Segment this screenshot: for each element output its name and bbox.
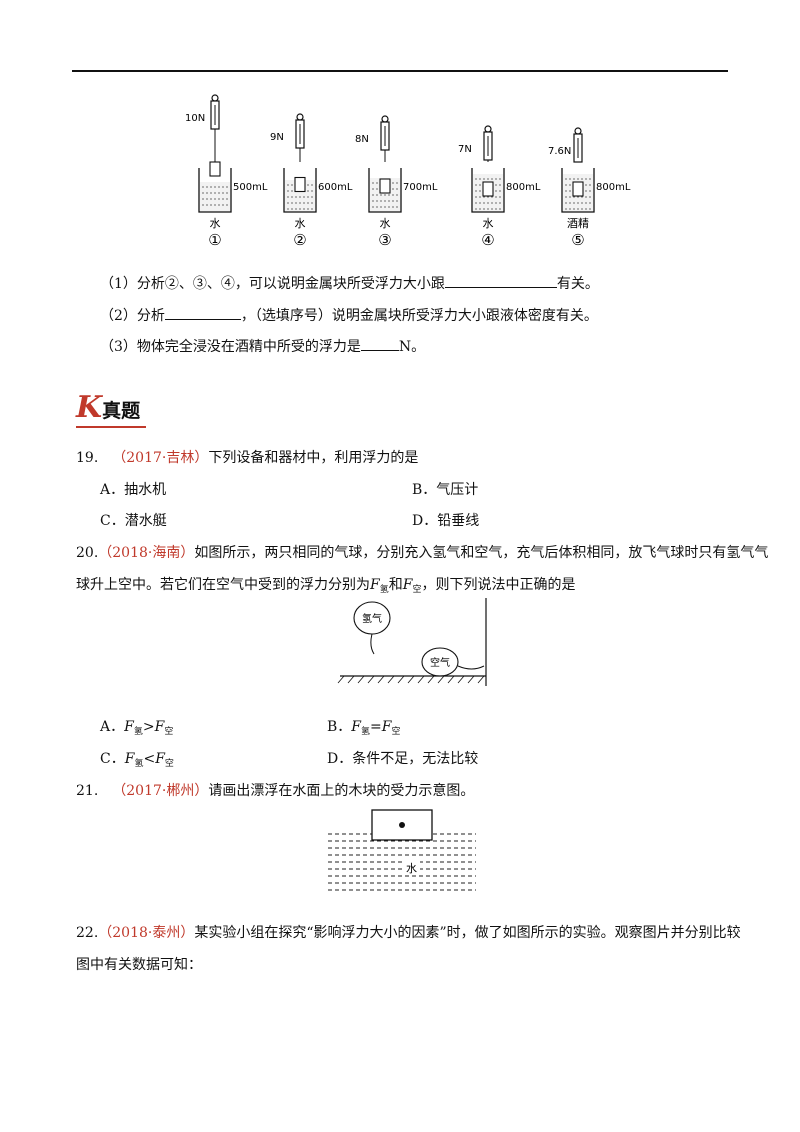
answer-blank[interactable] (444, 273, 557, 288)
experiment-2: 9N 600mL 水② (270, 113, 353, 249)
air-label: 空气 (430, 656, 450, 669)
force-reading: 10N (185, 113, 205, 124)
q22-stem-line2: 图中有关数据可知： (76, 957, 202, 973)
volume-label: 500mL (233, 182, 268, 193)
q18-part1: （1）分析②、③、④，可以说明金属块所受浮力大小跟有关。 (100, 273, 599, 293)
experiment-1: 10N 500mL 水① (185, 94, 268, 249)
liquid-label: 水 (295, 217, 306, 230)
experiment-5: 7.6N 800mL 酒精⑤ (548, 127, 631, 249)
metal-block (482, 181, 494, 197)
q22-stem-line1: 22.（2018·泰州）某实验小组在探究“影响浮力大小的因素”时，做了如图所示的… (76, 925, 741, 941)
liquid-label: 水 (210, 217, 221, 230)
q20-stem-line2: 球升上空中。若它们在空气中受到的浮力分别为F氢和F空，则下列说法中正确的是 (76, 577, 576, 595)
q18-part2: （2）分析，（选填序号）说明金属块所受浮力大小跟液体密度有关。 (100, 305, 598, 325)
q19-stem: 19.（2017·吉林）下列设备和器材中，利用浮力的是 (76, 450, 419, 466)
force-reading: 7N (458, 144, 472, 155)
experiment-number: ② (293, 231, 306, 249)
center-of-mass-dot (399, 822, 405, 828)
answer-blank[interactable] (360, 336, 399, 351)
experiment-number: ④ (481, 231, 494, 249)
answer-blank[interactable] (164, 305, 241, 320)
experiment-number: ③ (378, 231, 391, 249)
section-title: 真题 (102, 400, 141, 422)
beaker (368, 168, 402, 213)
section-underline (76, 426, 146, 428)
q20-option-c: C．F氢<F空 (100, 751, 174, 769)
experiment-number: ① (208, 231, 221, 249)
q20-option-b: B．F氢=F空 (327, 719, 401, 737)
volume-label: 800mL (596, 182, 631, 193)
q19-option-a: A．抽水机 (100, 482, 167, 498)
beaker (561, 168, 595, 213)
metal-block (572, 181, 584, 197)
hydrogen-label: 氢气 (362, 612, 382, 625)
section-letter: K (76, 390, 103, 425)
force-reading: 7.6N (548, 146, 571, 157)
q20-stem-line1: 20.（2018·海南）如图所示，两只相同的气球，分别充入氢气和空气，充气后体积… (76, 545, 769, 561)
force-reading: 9N (270, 132, 284, 143)
liquid-label: 酒精 (567, 217, 589, 230)
experiment-number: ⑤ (571, 231, 584, 249)
q20-option-a: A．F氢>F空 (100, 719, 174, 737)
header-rule (72, 70, 728, 72)
force-reading: 8N (355, 134, 369, 145)
beaker (283, 168, 317, 213)
balloon-figure: 氢气 空气 (337, 598, 487, 686)
metal-block (379, 178, 391, 194)
floating-block-figure: 水 (328, 809, 476, 891)
liquid-label: 水 (483, 217, 494, 230)
q20-option-d: D．条件不足，无法比较 (327, 751, 479, 767)
experiment-3: 8N 700mL 水③ (355, 115, 438, 249)
metal-block (209, 161, 221, 177)
section-header: K真题 (76, 390, 146, 428)
air-balloon (421, 647, 459, 677)
q19-option-d: D．铅垂线 (412, 513, 480, 529)
q19-option-c: C．潜水艇 (100, 513, 167, 529)
beaker (198, 168, 232, 213)
experiment-4: 7N 800mL 水④ (458, 125, 541, 249)
metal-block (294, 176, 306, 193)
beaker (471, 168, 505, 213)
volume-label: 600mL (318, 182, 353, 193)
spring-scale-figure: 10N500mL水①9N600mL水②8N700mL水③7N800mL水④7.6… (185, 94, 631, 249)
q21-stem: 21.（2017·郴州）请画出漂浮在水面上的木块的受力示意图。 (76, 783, 475, 799)
volume-label: 700mL (403, 182, 438, 193)
liquid-label: 水 (380, 217, 391, 230)
q19-option-b: B．气压计 (412, 482, 479, 498)
volume-label: 800mL (506, 182, 541, 193)
water-label: 水 (406, 862, 417, 875)
